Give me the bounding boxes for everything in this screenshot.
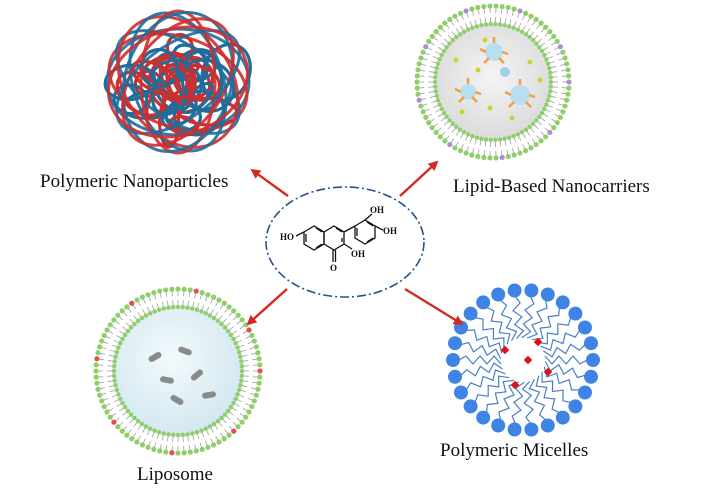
arrow-to-lipid-nanocarriers (399, 160, 439, 197)
center-molecule-group: HO OH OH OH O (265, 186, 425, 298)
oh-right-label: OH (383, 226, 397, 236)
oh-left-label: HO (280, 232, 294, 242)
lipid-nanocarrier-illustration (414, 3, 572, 161)
dashed-ellipse (265, 186, 425, 298)
polymeric-nanoparticle-illustration (103, 9, 252, 155)
polymeric-micelle-illustration (446, 283, 600, 437)
arrow-to-liposome (246, 288, 288, 326)
label-polymeric-nanoparticles: Polymeric Nanoparticles (40, 171, 228, 192)
carbonyl-o-label: O (330, 263, 337, 273)
liposome-illustration (93, 286, 263, 456)
oh-bottom-label: OH (351, 249, 365, 259)
quercetin-structure (295, 213, 384, 262)
label-liposome: Liposome (137, 464, 213, 485)
oh-top-label: OH (370, 205, 384, 215)
label-lipid-based-nanocarriers: Lipid-Based Nanocarriers (453, 176, 650, 197)
arrows (246, 160, 464, 326)
arrow-to-polymeric-nanoparticles (250, 168, 289, 197)
label-polymeric-micelles: Polymeric Micelles (440, 440, 588, 461)
arrow-to-polymeric-micelles (404, 287, 464, 326)
